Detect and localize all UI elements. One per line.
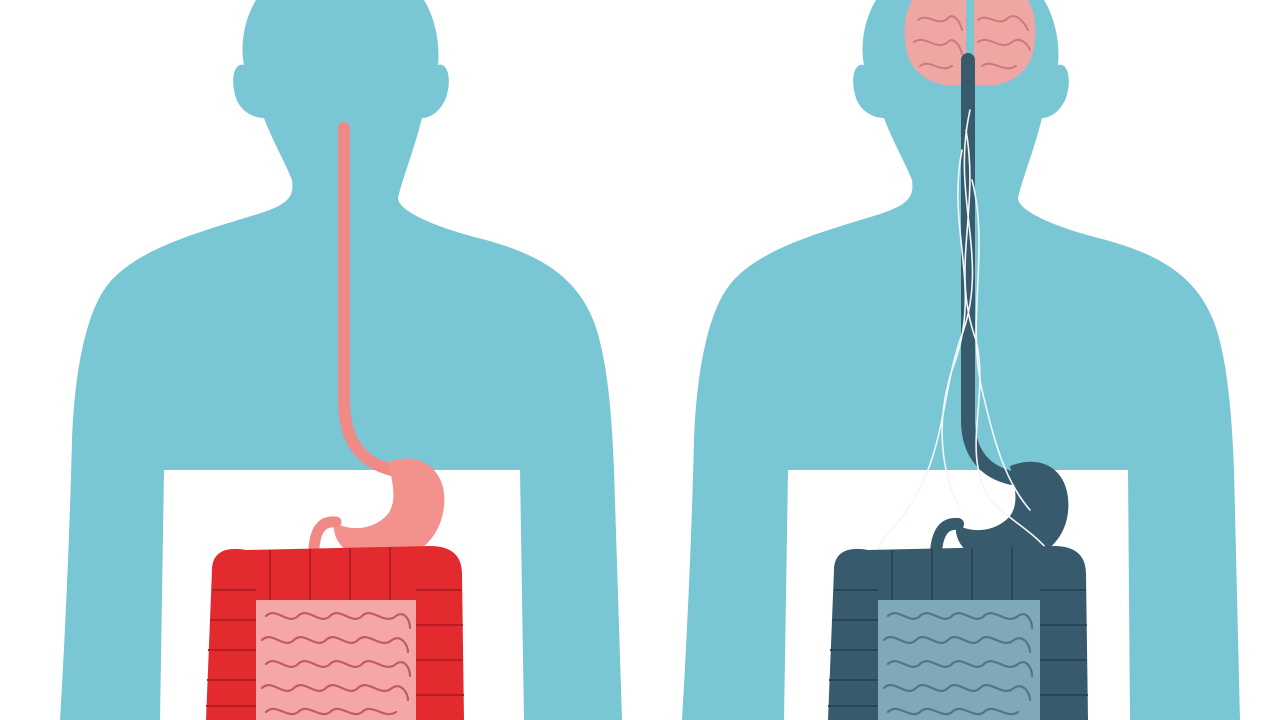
right-brain [904,0,1036,86]
right-small-intestine [878,600,1040,720]
left-intestine-loops [260,612,412,716]
left-esophagus [338,122,398,476]
right-intestine-loops [882,612,1034,716]
right-esophagus [961,53,1019,485]
left-small-intestine [256,600,416,720]
left-colon-folds [206,547,464,707]
right-stomach [955,461,1069,564]
right-colon-folds [828,547,1088,707]
left-figure [60,0,622,720]
left-stomach [333,458,445,562]
right-nerves [877,109,1047,553]
right-figure [682,0,1240,720]
